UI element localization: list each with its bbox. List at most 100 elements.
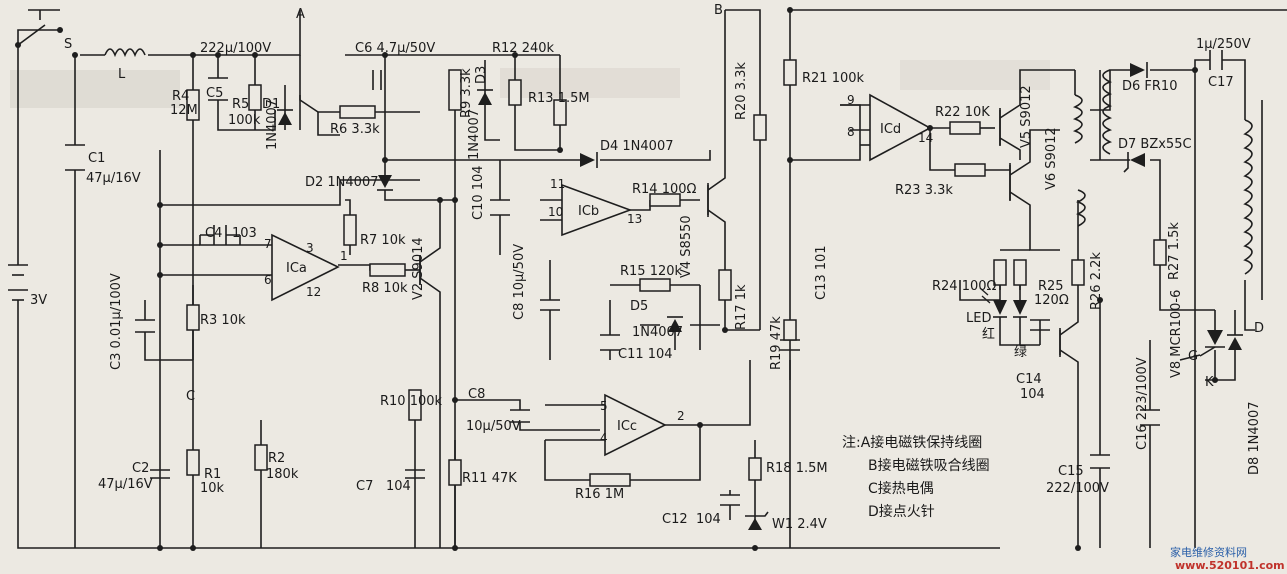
v4-label: V4 S8550 — [679, 215, 694, 278]
r17-label: R17 1k — [734, 284, 749, 330]
pin-6: 6 — [264, 273, 272, 287]
r1-label: R1 — [204, 467, 221, 482]
r21 — [783, 59, 797, 86]
r2-value: 180k — [266, 467, 299, 482]
note-line-b: B接电磁铁吸合线圈 — [868, 457, 990, 474]
d3-value: 1N4007 — [467, 109, 482, 160]
c16-label: C16 223/100V — [1135, 357, 1150, 450]
d3-label: D3 — [474, 66, 489, 84]
d6-label: D6 FR10 — [1122, 79, 1177, 94]
r26 — [1071, 259, 1085, 286]
c14-value: 104 — [1020, 387, 1045, 402]
r17 — [718, 269, 732, 301]
diodes — [277, 62, 1243, 530]
led-green-label: 绿 — [1014, 345, 1027, 360]
r20-label: R20 3.3k — [734, 62, 749, 120]
c4-label: C4 — [205, 226, 222, 241]
notes: 注:A接电磁铁保持线圈 B接电磁铁吸合线圈 C接热电偶 D接点火针 — [842, 434, 990, 520]
r5-value: 100k — [228, 113, 261, 128]
pin-12: 12 — [306, 285, 321, 299]
r1-value: 10k — [200, 481, 225, 496]
c2-value: 47μ/16V — [98, 477, 153, 492]
w1-label: W1 2.4V — [772, 517, 827, 532]
c10-label: C10 104 — [471, 165, 486, 220]
r25 — [1013, 259, 1027, 286]
r12 — [508, 79, 522, 106]
r25-value: 120Ω — [1034, 293, 1069, 308]
note-line-d: D接点火针 — [868, 503, 935, 520]
r9-label: R9 3.3k — [459, 68, 474, 118]
c17-label: C17 — [1208, 75, 1234, 90]
r13 — [553, 99, 567, 126]
c13-label: C13 101 — [814, 245, 829, 300]
r14 — [649, 193, 681, 207]
c11-label: C11 104 — [618, 347, 673, 362]
r15 — [639, 278, 671, 292]
inductor-label: L — [118, 67, 126, 82]
switch-s — [15, 9, 63, 48]
d7-label: D7 BZx55C — [1118, 137, 1192, 152]
icd-triangle — [869, 93, 932, 162]
c7-label: C7 — [356, 479, 373, 494]
r25-label: R25 — [1038, 279, 1064, 294]
r27-label: R27 1.5k — [1167, 222, 1182, 280]
r3-label: R3 10k — [200, 313, 246, 328]
r12-label: R12 240k — [492, 41, 555, 56]
c17-value: 1μ/250V — [1196, 37, 1251, 52]
d5-label: D5 — [630, 299, 648, 314]
d1-value: 1N4007 — [265, 99, 280, 150]
terminal-d-label: D — [1254, 321, 1264, 336]
c14-label: C14 — [1016, 372, 1042, 387]
r18-label: R18 1.5M — [766, 461, 828, 476]
pin-5: 5 — [600, 399, 608, 413]
led-red-label: 红 — [982, 326, 995, 342]
v8-label: V8 MCR100-6 — [1169, 290, 1184, 378]
pin-8: 8 — [847, 125, 855, 139]
r3 — [186, 304, 200, 331]
r6-label: R6 3.3k — [330, 122, 380, 137]
terminal-g-label: G — [1188, 349, 1198, 364]
r6 — [339, 105, 376, 119]
r19-label: R19 47k — [769, 316, 784, 370]
ica-triangle — [271, 233, 340, 302]
r19 — [783, 319, 797, 341]
battery-label: 3V — [30, 293, 47, 308]
resistors — [186, 59, 1167, 548]
r27 — [1153, 239, 1167, 266]
c15-value: 222/100V — [1046, 481, 1109, 496]
r5 — [248, 84, 262, 111]
r2-label: R2 — [268, 451, 285, 466]
icc-label: ICc — [617, 419, 637, 434]
r10-label: R10 100k — [380, 394, 443, 409]
c2-label: C2 — [132, 461, 149, 476]
r11 — [448, 459, 462, 486]
r9 — [448, 69, 462, 111]
r5-label: R5 — [232, 97, 249, 112]
transformer — [1072, 69, 1263, 300]
pin-11: 11 — [550, 177, 565, 191]
terminal-b-label: B — [714, 3, 723, 18]
c1-value: 47μ/16V — [86, 171, 141, 186]
watermark-cn: 家电维修资料网 — [1170, 545, 1247, 559]
pin-7: 7 — [264, 237, 272, 251]
c6-label: C6 4.7μ/50V — [355, 41, 435, 56]
r4 — [186, 89, 200, 121]
r14-label: R14 100Ω — [632, 182, 697, 197]
transistors — [299, 95, 1225, 357]
terminal-k-label: K — [1205, 375, 1214, 390]
d5-value: 1N4007 — [632, 325, 683, 340]
terminal-c-label: C — [186, 389, 195, 404]
v2-label: V2 S9014 — [411, 237, 426, 300]
c12-value: 104 — [696, 512, 721, 527]
pin-3: 3 — [306, 241, 314, 255]
op-amps — [258, 93, 932, 457]
pin-10: 10 — [548, 205, 563, 219]
r10 — [408, 389, 422, 421]
pin-1: 1 — [340, 249, 348, 263]
c5-label: C5 — [206, 86, 223, 101]
r1 — [186, 449, 200, 476]
r26-label: R26 2.2k — [1089, 252, 1104, 310]
capacitors — [65, 50, 1223, 506]
